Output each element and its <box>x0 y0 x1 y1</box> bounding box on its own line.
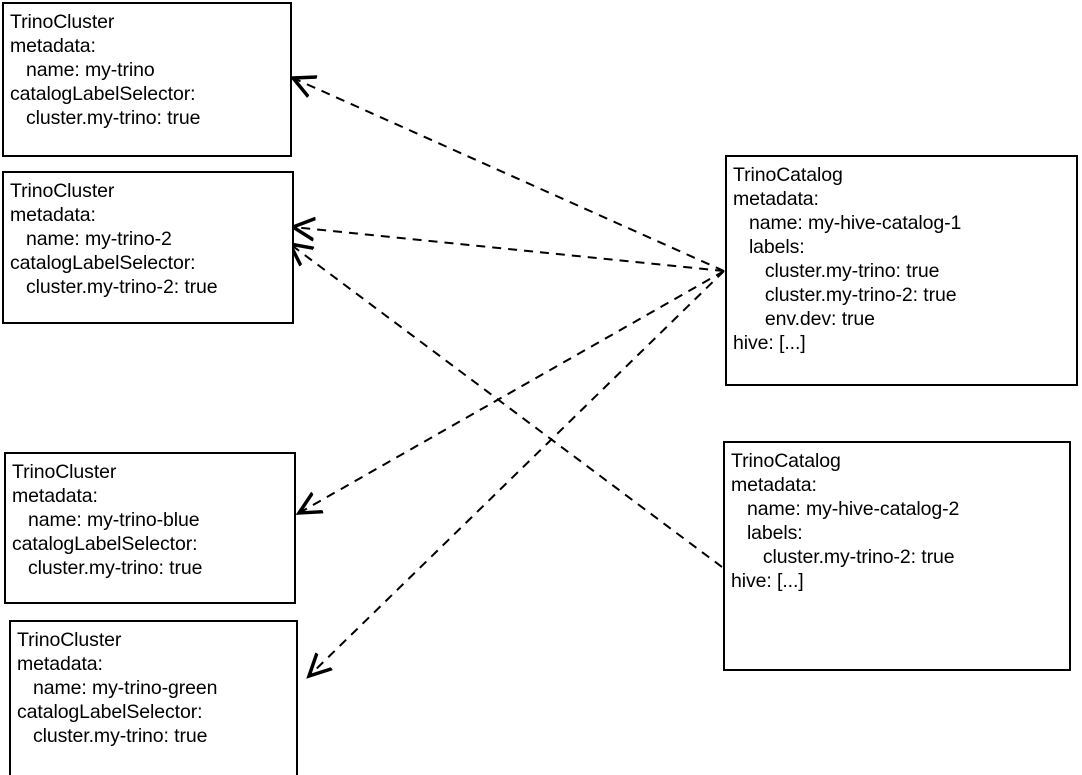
node-body-text: TrinoCluster metadata: name: my-trino ca… <box>10 11 201 129</box>
node-body-text: TrinoCluster metadata: name: my-trino-gr… <box>17 629 218 747</box>
edge-path <box>299 270 725 513</box>
edge-path <box>293 227 725 272</box>
edge-path <box>293 78 725 272</box>
node-cluster-my-trino-green[interactable]: TrinoCluster metadata: name: my-trino-gr… <box>9 620 298 775</box>
node-catalog-my-hive-catalog-2[interactable]: TrinoCatalog metadata: name: my-hive-cat… <box>723 441 1071 671</box>
node-cluster-my-trino[interactable]: TrinoCluster metadata: name: my-trino ca… <box>2 2 292 157</box>
node-cluster-my-trino-2[interactable]: TrinoCluster metadata: name: my-trino-2 … <box>2 171 294 324</box>
edge-path <box>290 244 723 568</box>
edge-catalog1-to-my-trino-blue <box>299 270 725 513</box>
edge-catalog1-to-my-trino-green <box>309 270 725 676</box>
node-body-text: TrinoCluster metadata: name: my-trino-bl… <box>12 461 203 579</box>
node-catalog-my-hive-catalog-1[interactable]: TrinoCatalog metadata: name: my-hive-cat… <box>725 155 1078 386</box>
node-cluster-my-trino-blue[interactable]: TrinoCluster metadata: name: my-trino-bl… <box>4 452 296 604</box>
edge-path <box>309 270 725 676</box>
node-body-text: TrinoCluster metadata: name: my-trino-2 … <box>10 180 218 298</box>
edge-catalog1-to-my-trino-2 <box>293 227 725 272</box>
edge-catalog2-to-my-trino-2 <box>290 244 723 568</box>
node-body-text: TrinoCatalog metadata: name: my-hive-cat… <box>733 164 962 354</box>
edge-catalog1-to-my-trino <box>293 78 725 272</box>
node-body-text: TrinoCatalog metadata: name: my-hive-cat… <box>731 450 960 592</box>
